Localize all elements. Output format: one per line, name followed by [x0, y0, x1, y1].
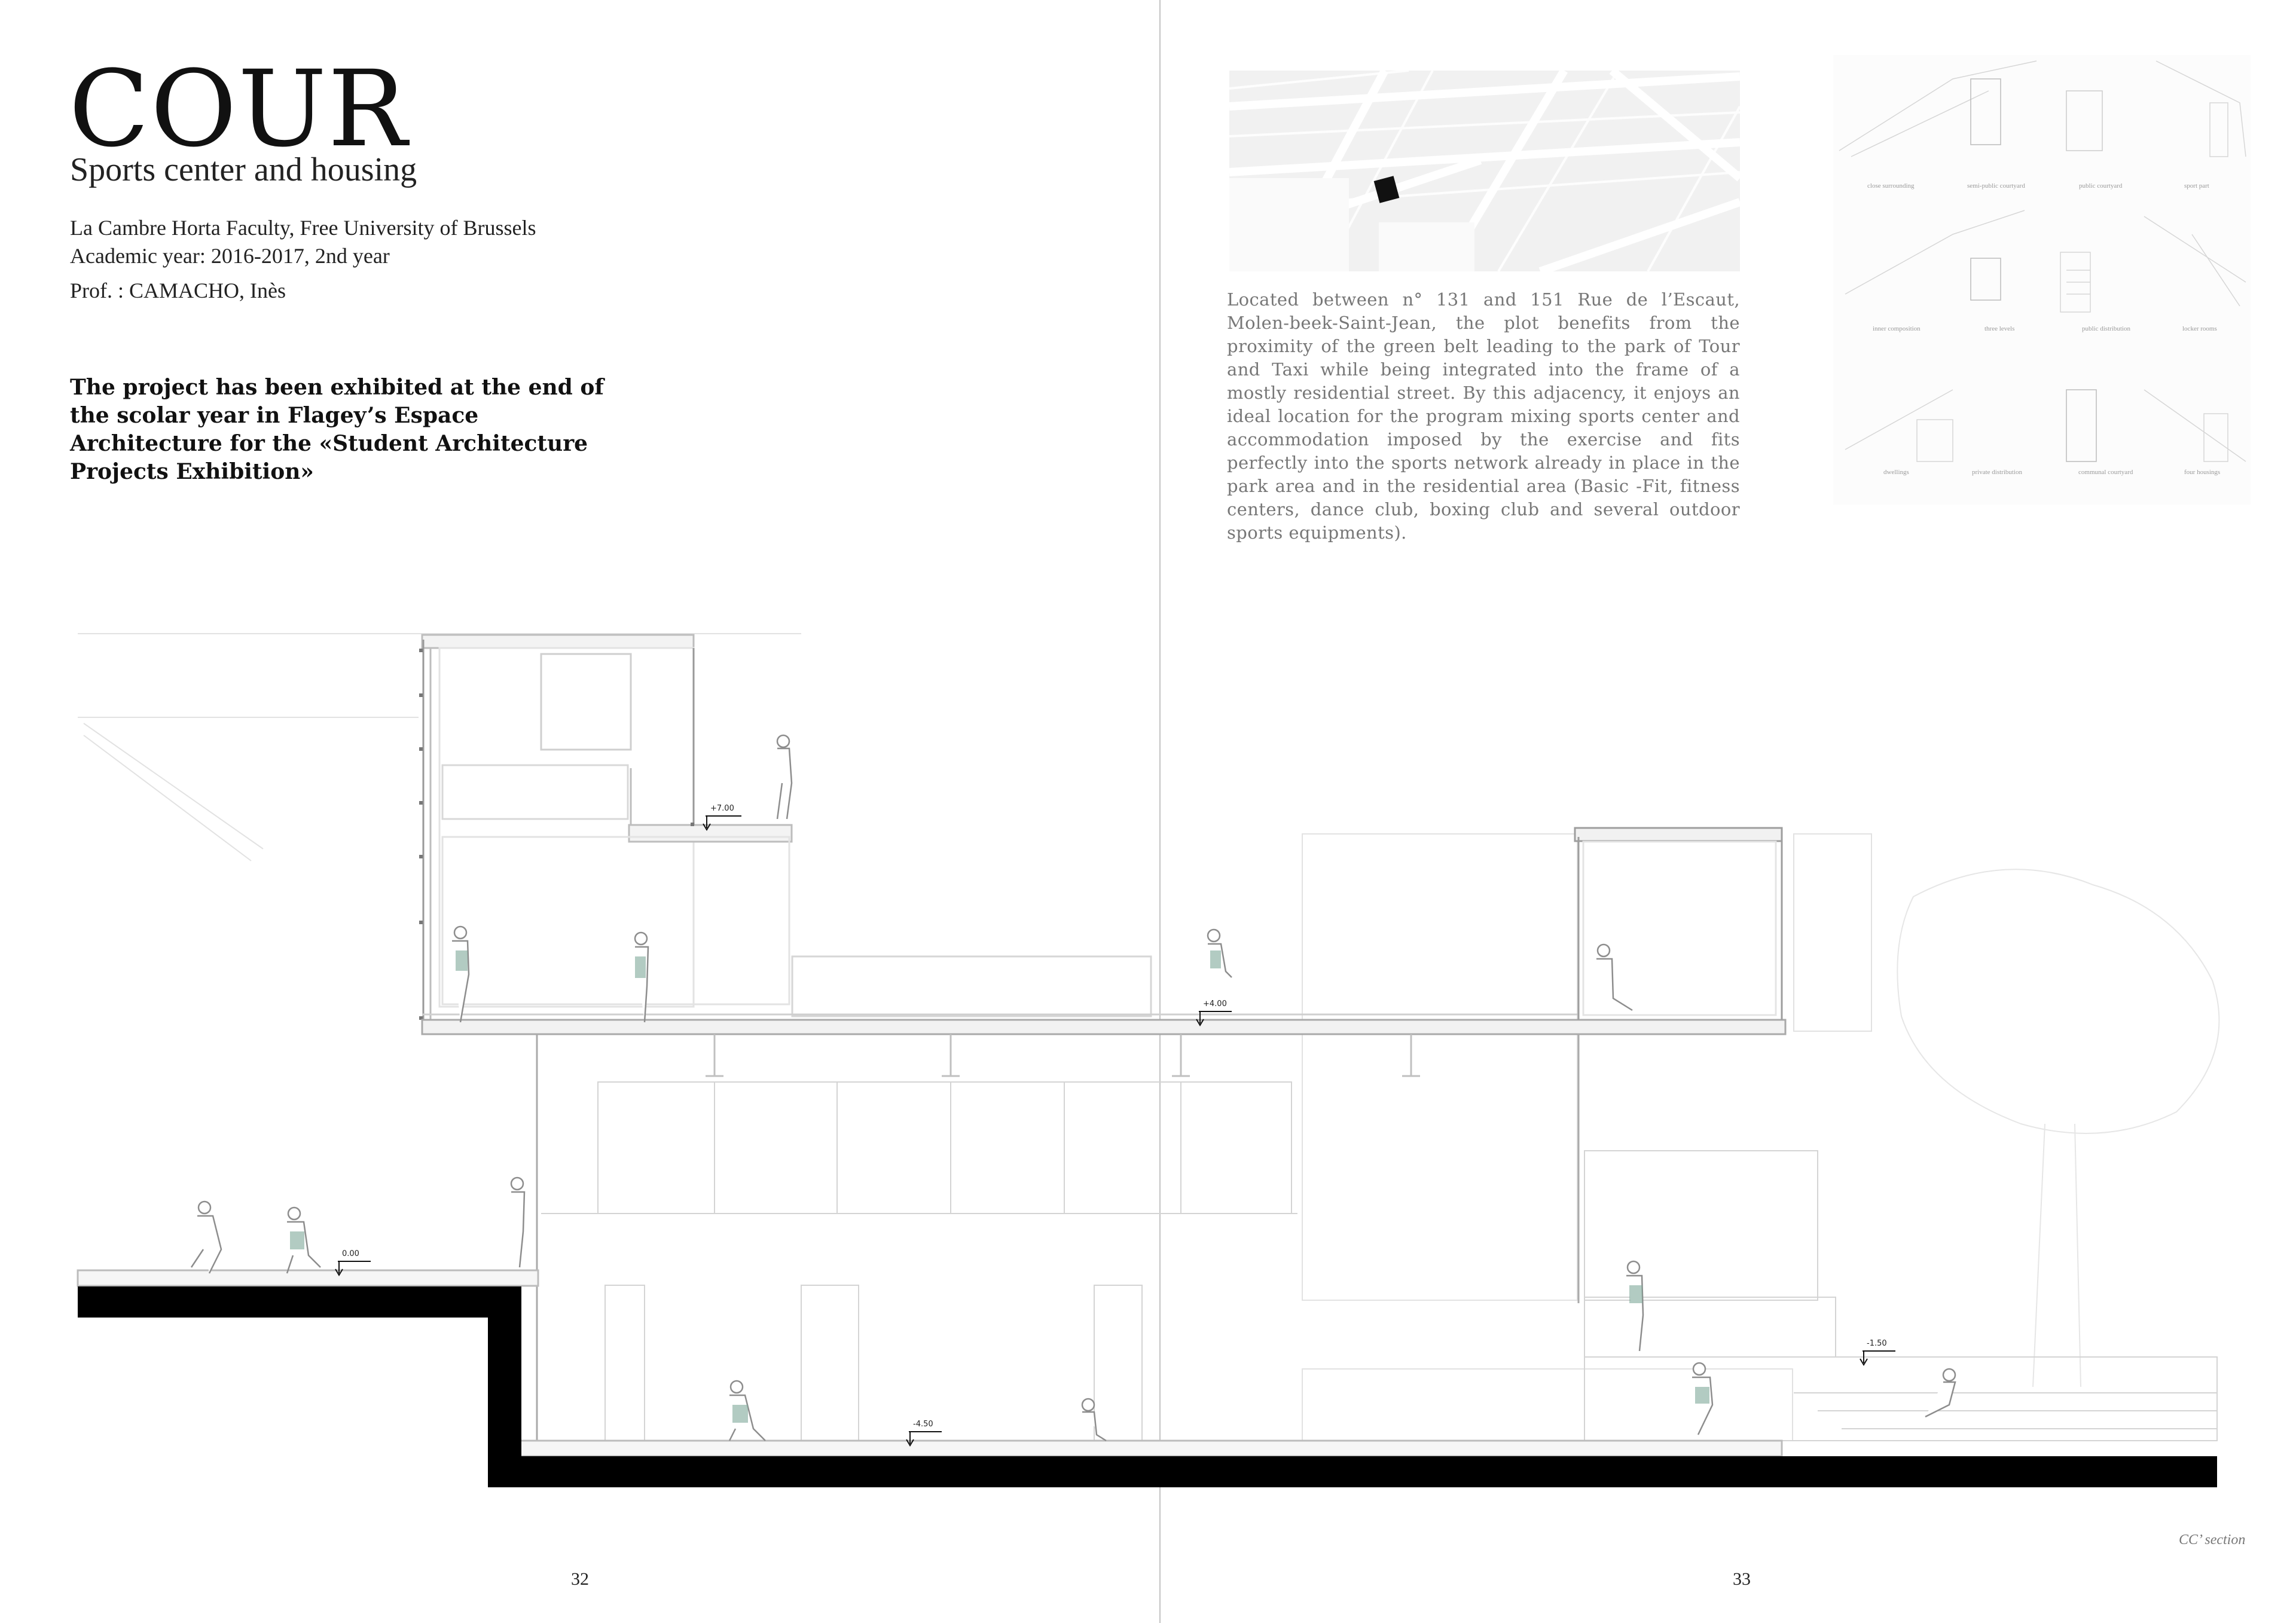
page-number-right: 33: [1733, 1569, 1751, 1589]
professor-line: Prof. : CAMACHO, Inès: [70, 279, 286, 302]
academic-year-line: Academic year: 2016-2017, 2nd year: [70, 244, 390, 268]
diagram-label-3: public courtyard: [2079, 182, 2123, 189]
diagram-sketches: [1839, 60, 2246, 462]
site-map: [1229, 71, 1740, 271]
diagram-label-2: semi-public courtyard: [1967, 182, 2025, 189]
faculty-line: La Cambre Horta Faculty, Free University…: [70, 216, 536, 240]
diagram-label-10: private distribution: [1972, 469, 2023, 476]
level-markers: [335, 815, 1895, 1447]
plot-marker: [1373, 176, 1400, 203]
upper-housing-block: [421, 634, 1152, 1022]
page-gutter: [1159, 0, 1161, 1623]
right-housing-block: [1574, 827, 1783, 1020]
diagram-label-8: locker rooms: [2182, 325, 2217, 332]
diagram-label-12: four housings: [2184, 469, 2221, 476]
level-label-plus-4: +4.00: [1203, 1000, 1227, 1008]
level-label-minus-4-5: -4.50: [913, 1420, 933, 1429]
project-subtitle: Sports center and housing: [70, 151, 417, 188]
level-label-zero: 0.00: [342, 1249, 359, 1258]
diagram-label-6: three levels: [1984, 325, 2015, 332]
earth-section-poche: [78, 1286, 2217, 1487]
exhibition-note: The project has been exhibited at the en…: [70, 375, 604, 484]
diagram-label-11: communal courtyard: [2078, 469, 2133, 476]
level-label-minus-1-5: -1.50: [1867, 1339, 1887, 1348]
page-number-left: 32: [571, 1569, 589, 1589]
diagram-label-5: inner composition: [1873, 325, 1921, 332]
project-title: COUR: [69, 48, 408, 170]
tree-outline: [1897, 869, 2220, 1387]
concept-diagrams: close surrounding semi-public courtyard …: [1833, 55, 2251, 505]
slab-beams: [706, 1034, 1420, 1077]
diagram-label-9: dwellings: [1883, 469, 1909, 476]
diagram-label-1: close surrounding: [1867, 182, 1915, 189]
diagram-label-4: sport part: [2184, 182, 2209, 189]
ground-surfaces: [77, 1269, 1783, 1457]
context-outlines: [78, 633, 1872, 1441]
section-caption: CC’ section: [2179, 1532, 2246, 1548]
level-label-plus-7: +7.00: [710, 804, 734, 813]
site-description: Located between n° 131 and 151 Rue de l’…: [1227, 289, 1740, 543]
sports-hall: [536, 1034, 2218, 1447]
diagram-label-7: public distribution: [2082, 325, 2130, 332]
main-slab: [421, 1013, 1787, 1035]
figure-accents: [290, 950, 1709, 1423]
facade-joints: [419, 649, 694, 1020]
